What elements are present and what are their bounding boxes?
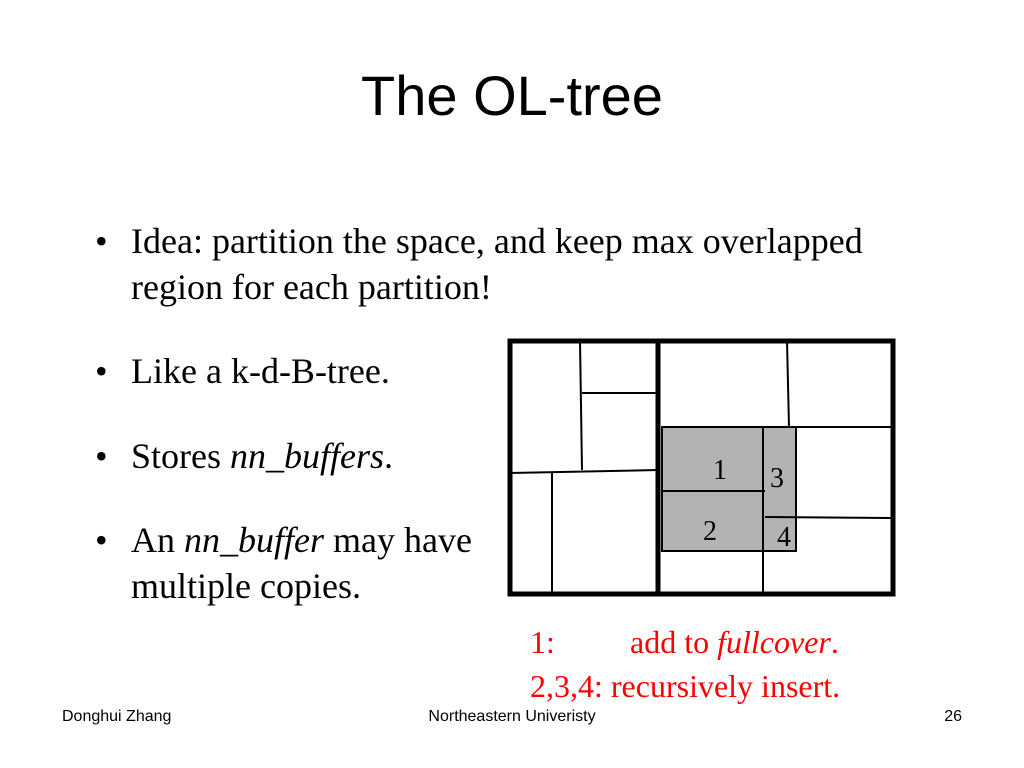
bullet-text-suffix: may have multiple copies. — [131, 520, 472, 606]
partition-line — [579, 340, 583, 471]
bullet-kdb-tree: • Like a k-d-B-tree. — [95, 348, 515, 394]
bullet-text-prefix: An — [131, 520, 184, 560]
bullet-glyph: • — [95, 351, 108, 391]
partition-line — [509, 469, 659, 474]
region-label-1: 1 — [713, 455, 727, 486]
footer-page-number: 26 — [944, 708, 962, 725]
bullet-glyph: • — [95, 436, 108, 476]
partition-line — [786, 340, 790, 428]
caption-line-2: 2,3,4: recursively insert. — [530, 668, 841, 704]
caption-italic: fullcover — [717, 624, 831, 660]
caption-label: 1: — [530, 624, 555, 660]
bullet-text-italic: nn_buffer — [184, 520, 324, 560]
bullet-text: Like a k-d-B-tree. — [131, 351, 390, 391]
bullet-glyph: • — [95, 221, 108, 261]
bullet-glyph: • — [95, 520, 108, 560]
bullet-text-prefix: Stores — [131, 436, 230, 476]
bullet-copies: • An nn_buffer may have multiple copies. — [95, 517, 495, 609]
slide-title: The OL-tree — [361, 64, 663, 127]
region-label-2: 2 — [703, 516, 717, 547]
footer-institution: Northeastern Univeristy — [428, 708, 596, 725]
bullet-text-italic: nn_buffers — [230, 436, 385, 476]
caption-suffix: . — [830, 624, 839, 660]
bullet-text-suffix: . — [384, 436, 394, 476]
caption-text: add to — [630, 624, 718, 660]
diagram-caption: 1: add to fullcover. 2,3,4: recursively i… — [530, 620, 840, 708]
footer-author: Donghui Zhang — [62, 708, 172, 725]
region-label-3: 3 — [770, 463, 784, 494]
bullet-text: An nn_buffer may have multiple copies. — [131, 517, 495, 609]
partition-line — [764, 516, 894, 519]
caption-line-1: 1: add to fullcover. — [530, 620, 840, 664]
bullet-text: Stores nn_buffers. — [131, 433, 515, 479]
partition-diagram: 1 2 3 4 — [507, 338, 896, 597]
outer-boundary — [507, 338, 896, 597]
bullet-stores: • Stores nn_buffers. — [95, 433, 515, 479]
bullet-idea: • Idea: partition the space, and keep ma… — [95, 218, 895, 310]
region-label-4: 4 — [777, 522, 791, 553]
bullet-text: Idea: partition the space, and keep max … — [131, 221, 863, 307]
